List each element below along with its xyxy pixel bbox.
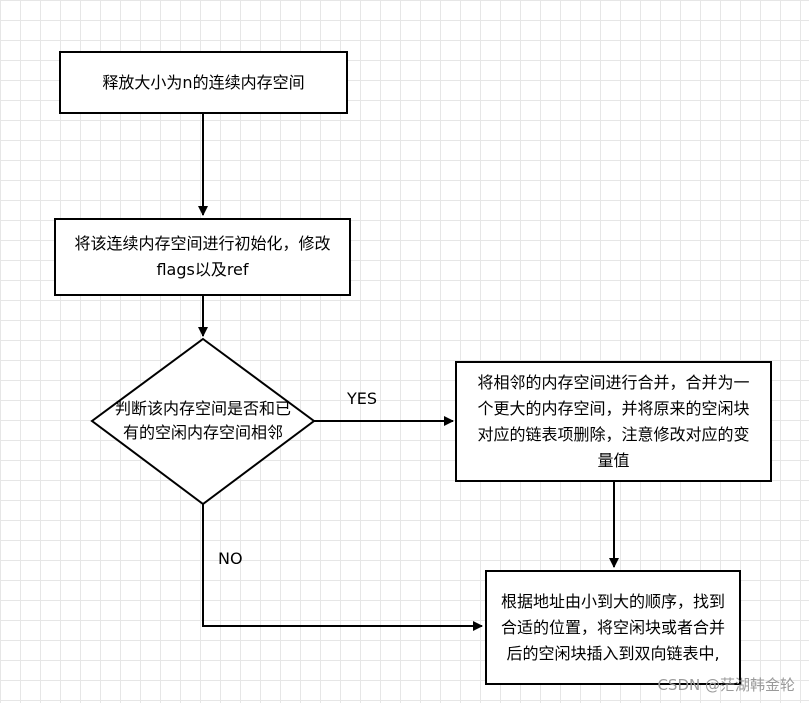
insert-list-box: 根据地址由小到大的顺序，找到合适的位置，将空闲块或者合并后的空闲块插入到双向链表… (485, 570, 741, 685)
decision-label: 判断该内存空间是否和已有的空闲内存空间相邻 (110, 380, 296, 462)
decision-text: 判断该内存空间是否和已有的空闲内存空间相邻 (114, 399, 291, 442)
merge-memory-text: 将相邻的内存空间进行合并，合并为一个更大的内存空间，并将原来的空闲块对应的链表项… (477, 372, 750, 470)
no-edge-label: NO (218, 549, 243, 568)
merge-memory-box: 将相邻的内存空间进行合并，合并为一个更大的内存空间，并将原来的空闲块对应的链表项… (455, 361, 772, 482)
release-memory-text: 释放大小为n的连续内存空间 (102, 72, 305, 92)
release-memory-box: 释放大小为n的连续内存空间 (59, 51, 348, 114)
arrow-decision-to-insert-no (202, 504, 483, 631)
init-memory-text: 将该连续内存空间进行初始化，修改flags以及ref (74, 234, 331, 279)
insert-list-text: 根据地址由小到大的顺序，找到合适的位置，将空闲块或者合并后的空闲块插入到双向链表… (501, 591, 726, 663)
yes-edge-label: YES (347, 389, 378, 408)
csdn-watermark: CSDN @茫湖韩金轮 (657, 676, 795, 694)
init-memory-box: 将该连续内存空间进行初始化，修改flags以及ref (54, 218, 351, 296)
